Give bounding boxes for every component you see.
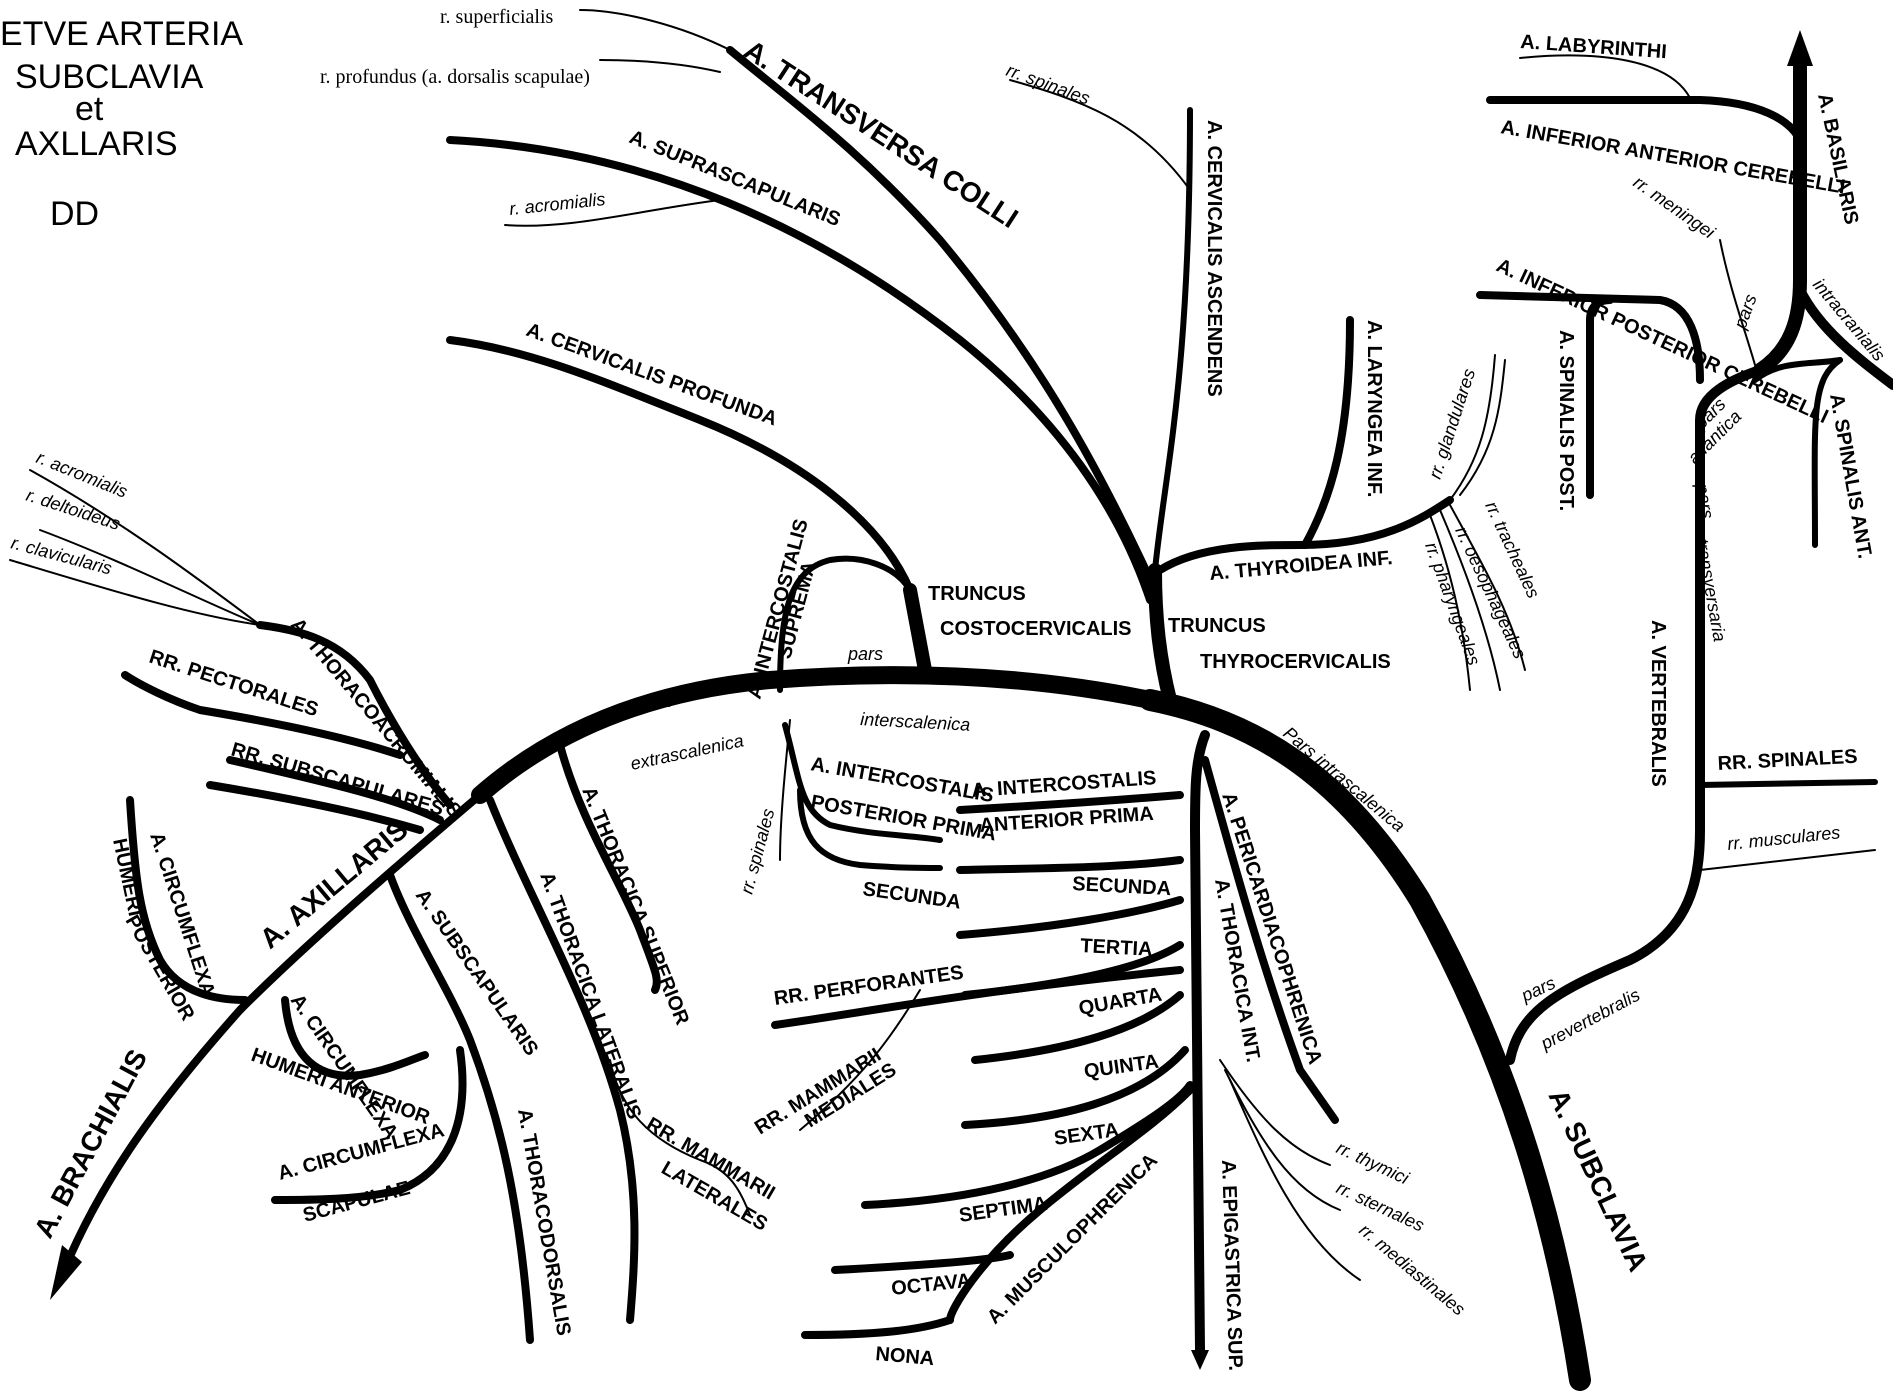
label-nona: NONA bbox=[875, 1343, 936, 1370]
label-circumflexa-scapulae-2: SCAPULAE bbox=[301, 1177, 413, 1227]
vessel-rr-spinales-mid bbox=[780, 720, 790, 860]
label-pars-intrascalenica: Pars intrascalenica bbox=[1279, 723, 1408, 836]
label-septima: SEPTIMA bbox=[958, 1193, 1049, 1227]
label-secunda: SECUNDA bbox=[1072, 873, 1172, 900]
label-pars-2: pars bbox=[637, 691, 673, 711]
label-rr-pectorales: RR. PECTORALES bbox=[146, 646, 320, 721]
label-r-acromialis-top: r. acromialis bbox=[508, 189, 606, 219]
label-thyroidea-inf: A. THYROIDEA INF. bbox=[1209, 547, 1394, 585]
label-tertia: TERTIA bbox=[1080, 935, 1153, 961]
label-pars-1: pars bbox=[847, 644, 883, 664]
label-cervicalis-profunda: A. CERVICALIS PROFUNDA bbox=[523, 319, 780, 430]
vessel-rr-musculares bbox=[1700, 850, 1875, 870]
label-truncus-thyrocervicalis-1: TRUNCUS bbox=[1168, 615, 1266, 637]
title-line-3: et bbox=[75, 90, 104, 128]
label-r-profundus: r. profundus (a. dorsalis scapulae) bbox=[320, 66, 590, 88]
vessel-intercostalis-ant-3 bbox=[960, 900, 1180, 935]
vessel-rr-spinales-right bbox=[1700, 782, 1875, 785]
label-rr-spinales-mid: rr. spinales bbox=[737, 806, 779, 896]
label-rr-meningei: rr. meningei bbox=[1630, 172, 1720, 243]
label-truncus-costocervicalis-1: TRUNCUS bbox=[928, 583, 1026, 605]
label-vertebralis: A. VERTEBRALIS bbox=[1647, 620, 1669, 787]
label-truncus-thyrocervicalis-2: THYROCERVICALIS bbox=[1200, 651, 1391, 673]
label-rr-musculares: rr. musculares bbox=[1726, 822, 1841, 854]
label-epigastrica-sup: A. EPIGASTRICA SUP. bbox=[1217, 1159, 1246, 1371]
brachialis-arrowhead bbox=[50, 1245, 82, 1300]
label-thoracodorsalis: A. THORACODORSALIS bbox=[513, 1107, 575, 1337]
label-interscalenica: interscalenica bbox=[860, 709, 971, 735]
vessel-r-superficialis bbox=[580, 10, 730, 50]
label-basilaris: A. BASILARIS bbox=[1813, 91, 1862, 226]
vessel-truncus-costocervicalis bbox=[910, 590, 925, 670]
label-r-clavicularis: r. clavicularis bbox=[9, 533, 114, 579]
label-secunda-post: SECUNDA bbox=[861, 878, 962, 914]
epigastrica-arrowhead bbox=[1191, 1350, 1209, 1370]
vessel-spinalis-post bbox=[1590, 300, 1610, 495]
vessel-rr-spinales-top bbox=[1010, 80, 1190, 190]
label-truncus-costocervicalis-2: COSTOCERVICALIS bbox=[940, 618, 1132, 640]
label-laryngea-inf: A. LARYNGEA INF. bbox=[1363, 320, 1385, 497]
author-monogram: DD bbox=[50, 195, 99, 233]
vessel-septima bbox=[865, 1085, 1190, 1205]
label-spinalis-ant: A. SPINALIS ANT. bbox=[1825, 392, 1876, 560]
vessel-transversa-colli bbox=[730, 50, 1155, 590]
vessel-intercostalis-ant-2 bbox=[960, 860, 1180, 870]
label-rr-spinales-right: RR. SPINALES bbox=[1717, 746, 1858, 775]
vessel-vertebralis bbox=[1510, 370, 1760, 1060]
title-line-2: SUBCLAVIA bbox=[15, 58, 204, 96]
vessel-basilaris bbox=[1760, 60, 1800, 370]
label-subscapularis: A. SUBSCAPULARIS bbox=[411, 885, 542, 1060]
vessel-nona bbox=[805, 1320, 950, 1335]
basilaris-arrowhead bbox=[1787, 30, 1813, 66]
label-rr-mediastinales: rr. mediastinales bbox=[1355, 1220, 1469, 1320]
vessel-rr-thymici bbox=[1220, 1060, 1330, 1165]
label-cervicalis-ascendens: A. CERVICALIS ASCENDENS bbox=[1203, 120, 1225, 397]
label-extrascalenica: extrascalenica bbox=[629, 730, 746, 773]
vessel-laryngea-inf bbox=[1305, 320, 1350, 545]
title-line-1: ETVE ARTERIA bbox=[0, 15, 243, 53]
vessel-r-profundus bbox=[600, 60, 720, 72]
label-spinalis-post: A. SPINALIS POST. bbox=[1555, 330, 1577, 511]
label-rr-sternales: rr. sternales bbox=[1333, 1177, 1427, 1235]
vessel-thoracica-int bbox=[1195, 735, 1205, 1350]
label-labyrinthi: A. LABYRINTHI bbox=[1520, 31, 1668, 63]
vessel-cervicalis-ascendens bbox=[1155, 110, 1190, 570]
label-r-superficialis: r. superficialis bbox=[440, 6, 554, 28]
label-rr-spinales-top: rr. spinales bbox=[1004, 60, 1093, 109]
title-line-4: AXLLARIS bbox=[15, 125, 178, 163]
